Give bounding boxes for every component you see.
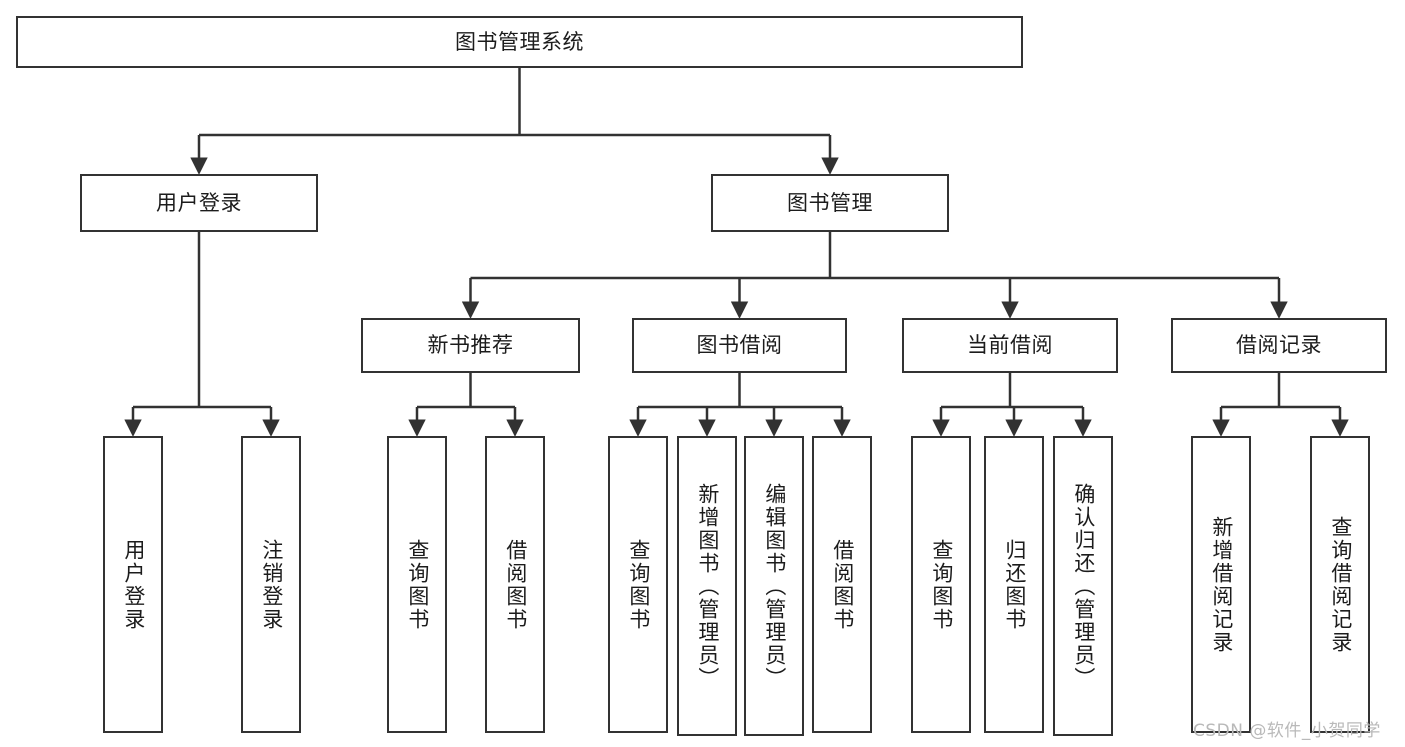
node-label: 新增图书（管理员） <box>695 482 720 690</box>
node-label: 查询借阅记录 <box>1328 515 1353 654</box>
node-label: 借阅图书 <box>503 538 528 631</box>
node-leaf-user-login[interactable]: 用户登录 <box>103 436 163 733</box>
node-label: 图书管理系统 <box>455 29 584 54</box>
node-label: 确认归还（管理员） <box>1071 482 1096 690</box>
node-borrow-record[interactable]: 借阅记录 <box>1171 318 1387 373</box>
node-label: 注销登录 <box>259 538 284 631</box>
node-label: 新增借阅记录 <box>1209 515 1234 654</box>
node-leaf-query-3[interactable]: 查询图书 <box>911 436 971 733</box>
watermark-text: CSDN @软件_小贺同学 <box>1193 721 1381 741</box>
node-label: 查询图书 <box>929 538 954 631</box>
node-label: 查询图书 <box>405 538 430 631</box>
node-leaf-query-1[interactable]: 查询图书 <box>387 436 447 733</box>
node-leaf-logout[interactable]: 注销登录 <box>241 436 301 733</box>
node-leaf-add-book[interactable]: 新增图书（管理员） <box>677 436 737 736</box>
node-label: 借阅图书 <box>830 538 855 631</box>
node-leaf-confirm[interactable]: 确认归还（管理员） <box>1053 436 1113 736</box>
node-label: 归还图书 <box>1002 538 1027 631</box>
node-label: 借阅记录 <box>1236 333 1322 358</box>
node-leaf-borrow-2[interactable]: 借阅图书 <box>812 436 872 733</box>
node-leaf-query-rec[interactable]: 查询借阅记录 <box>1310 436 1370 733</box>
node-label: 新书推荐 <box>427 333 514 358</box>
node-label: 用户登录 <box>121 538 146 631</box>
node-new-book-rec[interactable]: 新书推荐 <box>361 318 580 373</box>
node-book-borrow[interactable]: 图书借阅 <box>632 318 847 373</box>
node-label: 当前借阅 <box>967 333 1053 358</box>
node-label: 用户登录 <box>156 190 242 215</box>
node-current-borrow[interactable]: 当前借阅 <box>902 318 1118 373</box>
node-root[interactable]: 图书管理系统 <box>16 16 1023 68</box>
node-label: 图书管理 <box>787 190 873 215</box>
node-leaf-add-rec[interactable]: 新增借阅记录 <box>1191 436 1251 733</box>
node-book-manage[interactable]: 图书管理 <box>711 174 949 232</box>
node-leaf-query-2[interactable]: 查询图书 <box>608 436 668 733</box>
node-leaf-edit-book[interactable]: 编辑图书（管理员） <box>744 436 804 736</box>
node-label: 图书借阅 <box>696 333 783 358</box>
node-leaf-borrow-1[interactable]: 借阅图书 <box>485 436 545 733</box>
node-label: 查询图书 <box>626 538 651 631</box>
node-user-login[interactable]: 用户登录 <box>80 174 318 232</box>
node-leaf-return[interactable]: 归还图书 <box>984 436 1044 733</box>
node-label: 编辑图书（管理员） <box>762 482 787 690</box>
